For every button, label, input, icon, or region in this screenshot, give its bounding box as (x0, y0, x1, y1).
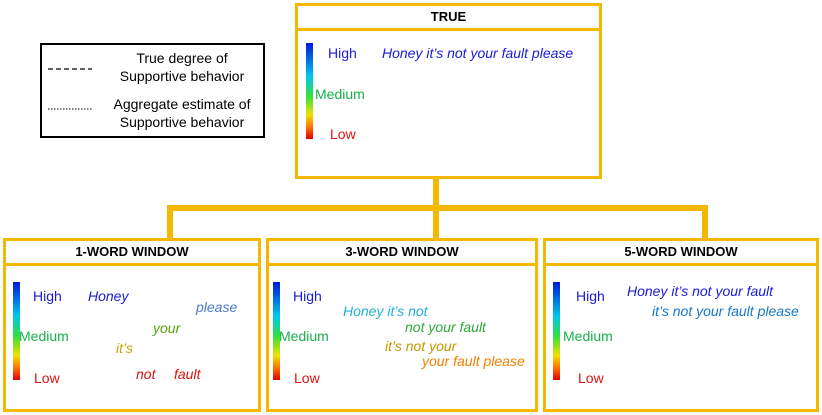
legend-true-label: True degree of Supportive behavior (102, 49, 262, 85)
level-medium-w5: Medium (563, 328, 613, 344)
w3-phrase-1: Honey it’s not (343, 303, 428, 319)
legend-aggregate-line1: Aggregate estimate of (113, 96, 251, 112)
w3-phrase-4: your fault please (422, 353, 525, 369)
color-scale-true (306, 43, 313, 139)
panel-5-word: 5-WORD WINDOW (543, 238, 819, 412)
level-high-w5: High (576, 288, 605, 304)
w1-word-honey: Honey (88, 288, 129, 304)
level-high-w3: High (293, 288, 322, 304)
level-high-true: High (328, 45, 357, 61)
legend-box: True degree of Supportive behavior Aggre… (40, 43, 265, 138)
w5-phrase-1: Honey it’s not your fault (627, 283, 774, 299)
legend-aggregate-label: Aggregate estimate of Supportive behavio… (98, 95, 266, 131)
panel-3-word-title: 3-WORD WINDOW (269, 241, 535, 266)
w1-word-fault: fault (174, 366, 201, 382)
panel-5-word-title: 5-WORD WINDOW (546, 241, 816, 266)
w1-word-please: please (196, 299, 238, 315)
legend-true-line2: Supportive behavior (119, 68, 245, 84)
w3-phrase-2: not your fault (405, 319, 486, 335)
legend-lines (48, 68, 92, 110)
level-medium-w1: Medium (19, 328, 69, 344)
color-scale-w1 (13, 282, 20, 380)
level-medium-true: Medium (315, 86, 365, 102)
level-low-w5: Low (578, 370, 604, 386)
w5-phrase-2: it’s not your fault please (652, 303, 799, 319)
panel-3-word: 3-WORD WINDOW (266, 238, 538, 412)
level-low-w3: Low (294, 370, 320, 386)
w1-word-not: not (136, 366, 156, 382)
color-scale-w5 (553, 282, 560, 380)
panel-1-word-title: 1-WORD WINDOW (6, 241, 258, 266)
w1-word-your: your (153, 320, 181, 336)
level-low-w1: Low (34, 370, 60, 386)
w1-word-its: it’s (116, 340, 133, 356)
panel-1-word: 1-WORD WINDOW (3, 238, 261, 412)
tree-connector (167, 178, 708, 238)
level-low-true: Low (330, 126, 356, 142)
level-high-w1: High (33, 288, 62, 304)
level-medium-w3: Medium (279, 328, 329, 344)
legend-true-line1: True degree of (136, 50, 228, 66)
color-scale-w3 (273, 282, 280, 380)
true-phrase: Honey it’s not your fault please (382, 45, 574, 61)
legend-aggregate-line2: Supportive behavior (119, 114, 245, 130)
panel-true: TRUE (295, 3, 602, 179)
w3-phrase-3: it’s not your (385, 338, 457, 354)
panel-true-title: TRUE (298, 6, 599, 31)
